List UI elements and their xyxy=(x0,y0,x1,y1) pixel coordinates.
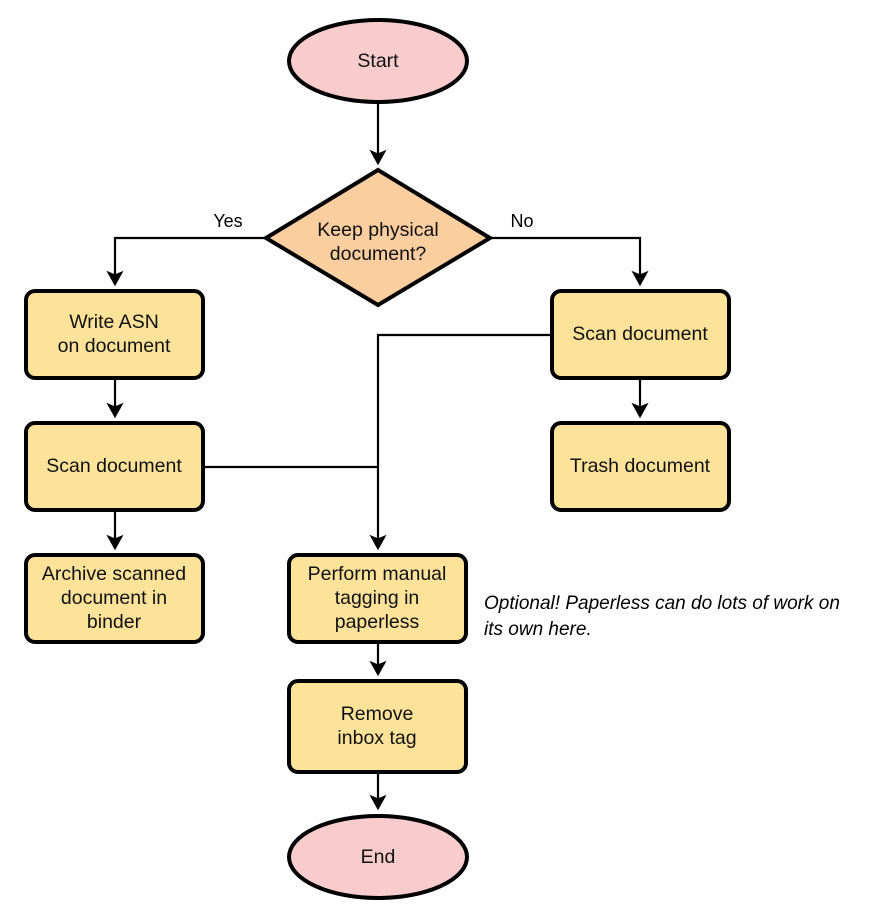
manual-tagging-label-line2: tagging in xyxy=(335,587,420,609)
node-scan-document-right[interactable]: Scan document xyxy=(550,289,731,380)
archive-label-line3: binder xyxy=(87,611,142,633)
node-perform-manual-tagging[interactable]: Perform manual tagging in paperless xyxy=(287,553,468,644)
scan-right-rect-shape xyxy=(550,289,731,380)
start-label: Start xyxy=(357,50,399,72)
annotation-line1: Optional! Paperless can do lots of work … xyxy=(484,593,840,614)
node-scan-document-left[interactable]: Scan document xyxy=(24,421,205,512)
write-asn-rect-shape xyxy=(24,289,205,380)
decision-label-line2: document? xyxy=(330,243,427,265)
connector-decision-no-to-scan-right xyxy=(490,236,649,287)
decision-diamond-shape xyxy=(262,167,494,308)
connector-decision-yes-to-write-asn xyxy=(106,236,266,287)
manual-tagging-label-line1: Perform manual xyxy=(308,563,447,585)
node-remove-inbox-tag[interactable]: Remove inbox tag xyxy=(287,679,468,774)
annotation-optional-note: Optional! Paperless can do lots of work … xyxy=(484,593,840,640)
edge-label-no: No xyxy=(510,211,533,231)
remove-inbox-label-line2: inbox tag xyxy=(337,727,416,749)
node-archive-scanned-document[interactable]: Archive scanned document in binder xyxy=(24,553,205,644)
manual-tagging-rect-shape xyxy=(287,553,468,644)
trash-label: Trash document xyxy=(570,455,711,477)
decision-label-line1: Keep physical xyxy=(317,219,438,241)
node-trash-document[interactable]: Trash document xyxy=(550,421,731,512)
end-ellipse-shape xyxy=(287,814,469,900)
archive-label-line1: Archive scanned xyxy=(42,563,186,585)
remove-inbox-rect-shape xyxy=(287,679,468,774)
edge-label-yes: Yes xyxy=(213,211,242,231)
node-start[interactable]: Start xyxy=(287,18,469,104)
annotation-line2: its own here. xyxy=(484,619,592,640)
remove-inbox-label-line1: Remove xyxy=(341,703,414,725)
archive-label-line2: document in xyxy=(61,587,167,609)
end-label: End xyxy=(361,846,396,868)
write-asn-label-line2: on document xyxy=(58,335,171,357)
connectors-layer xyxy=(106,102,649,811)
scan-left-label: Scan document xyxy=(46,455,182,477)
scan-left-rect-shape xyxy=(24,421,205,512)
write-asn-label-line1: Write ASN xyxy=(69,311,159,333)
trash-rect-shape xyxy=(550,421,731,512)
manual-tagging-label-line3: paperless xyxy=(335,611,420,633)
scan-right-label: Scan document xyxy=(572,323,708,345)
node-end[interactable]: End xyxy=(287,814,469,900)
start-ellipse-shape xyxy=(287,18,469,104)
archive-rect-shape xyxy=(24,553,205,644)
node-write-asn[interactable]: Write ASN on document xyxy=(24,289,205,380)
node-decision-keep-physical-document[interactable]: Keep physical document? xyxy=(262,167,494,308)
connector-scan-right-to-manual-tagging xyxy=(369,333,552,551)
